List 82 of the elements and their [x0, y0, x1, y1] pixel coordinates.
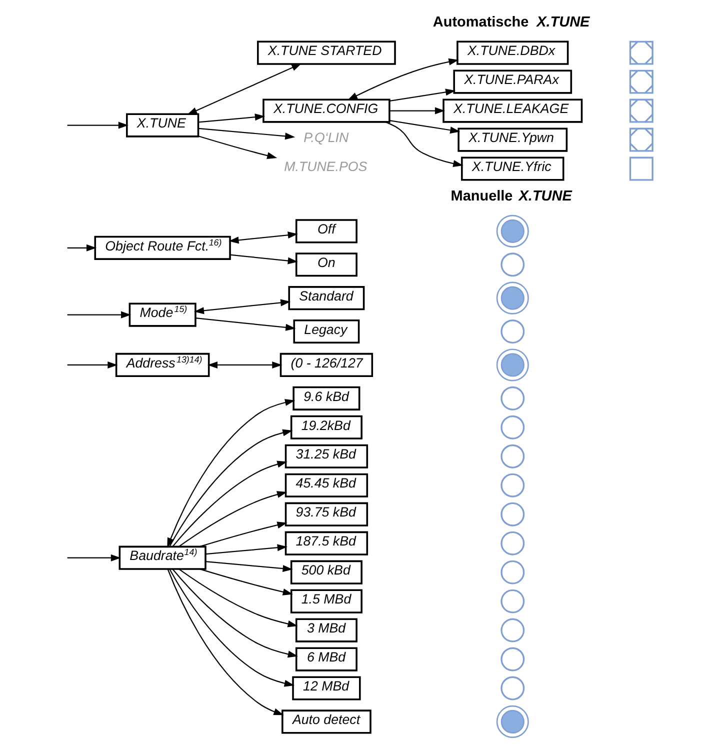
node-box: 9.6 kBd — [292, 386, 360, 410]
arrow — [178, 491, 287, 548]
arrow — [389, 88, 456, 102]
arrow — [199, 522, 287, 548]
node-circle — [500, 320, 524, 344]
arrow — [206, 361, 282, 368]
node-circle — [500, 444, 524, 468]
arrow — [389, 120, 460, 134]
node-circle — [500, 415, 524, 440]
node-box: 19.2kBd — [290, 415, 362, 440]
arrow — [205, 544, 287, 555]
node-box: Object Route Fct.$^{16)}$ — [94, 236, 230, 260]
node-box: Mode$^{15)}$ — [128, 302, 196, 327]
node-box: X.TUNE.LEAKAGE — [442, 98, 582, 123]
node-text: M.TUNE.POS — [284, 159, 367, 174]
node-box: X.TUNE.Ypwn — [457, 128, 568, 152]
node-box: 187.5 kBd — [284, 531, 368, 556]
node-text: P.Q‘LIN — [303, 130, 348, 146]
arrow — [195, 318, 296, 331]
arrow — [385, 122, 463, 168]
node-circle — [500, 386, 524, 410]
arrow — [193, 299, 290, 314]
node-box: Legacy — [292, 319, 360, 344]
node-box: Baudrate$^{14)}$ — [118, 546, 206, 570]
arrow — [178, 568, 298, 628]
node-circle — [500, 560, 524, 584]
node-box: Off — [294, 219, 357, 244]
node-box: 3 MBd — [294, 618, 357, 642]
node-box: 500 kBd — [290, 560, 362, 584]
node-circle — [500, 676, 524, 700]
node-circle — [500, 647, 524, 672]
node-dot — [496, 282, 528, 314]
node-circle — [500, 502, 524, 526]
arrow — [186, 63, 302, 115]
node-box: On — [294, 252, 357, 277]
node-box: Standard — [288, 286, 364, 310]
node-box: 1.5 MBd — [290, 589, 362, 614]
arrow — [66, 361, 118, 368]
arrow — [172, 460, 287, 548]
arrow — [168, 429, 292, 547]
arrow — [228, 232, 298, 244]
node-box — [628, 156, 653, 181]
node-box: X.TUNE.Yfric — [460, 156, 564, 181]
arrow — [66, 554, 120, 562]
node-box: X.TUNE.PARAx — [452, 70, 572, 94]
arrow — [205, 561, 292, 572]
node-box: 6 MBd — [294, 647, 357, 672]
node-box: X.TUNE.CONFIG — [262, 98, 390, 123]
label: Manuelle X.TUNE — [450, 188, 572, 204]
arrow — [166, 569, 284, 716]
arrow — [198, 128, 295, 140]
node-circle — [500, 252, 524, 277]
node-circle — [500, 531, 524, 556]
node-box: X.TUNE — [126, 113, 199, 138]
node-box: X.TUNE.DBDx — [456, 40, 568, 65]
label: Automatische X.TUNE — [432, 14, 590, 31]
arrow — [66, 311, 131, 318]
node-box: 93.75 kBd — [284, 502, 368, 526]
node-box: 12 MBd — [292, 676, 360, 700]
node-circle — [500, 618, 524, 642]
node-dot — [496, 705, 528, 738]
node-dot — [496, 214, 528, 248]
node-dot — [496, 348, 528, 382]
arrow — [346, 58, 458, 100]
arrow — [166, 399, 295, 548]
node-box: Auto detect — [281, 710, 371, 734]
node-box: 45.45 kBd — [284, 473, 368, 498]
arrow — [198, 114, 264, 123]
arrow — [66, 122, 128, 129]
node-box: (0 - 126/127 — [279, 352, 373, 377]
arrow — [389, 107, 444, 114]
node-box: X.TUNE STARTED — [256, 40, 396, 65]
node-box: Address$^{13)14)}$ — [114, 352, 210, 377]
node-circle — [500, 589, 524, 614]
node-circle — [500, 473, 524, 498]
arrow — [198, 136, 277, 160]
node-box: 31.25 kBd — [284, 444, 368, 468]
arrow — [172, 568, 298, 658]
arrow — [168, 568, 294, 687]
arrow — [66, 244, 96, 252]
arrow — [230, 254, 298, 264]
arrow — [199, 568, 292, 596]
